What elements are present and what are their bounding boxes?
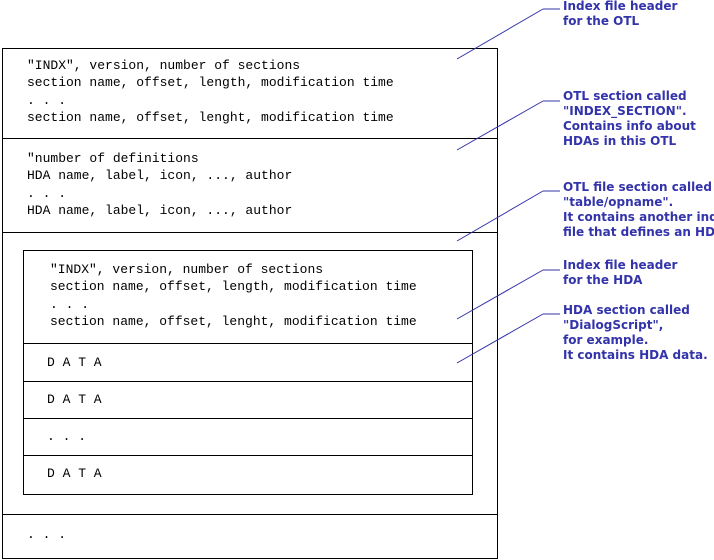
annotation-hda-header: Index file header for the HDA [563, 258, 678, 287]
index-line-2: HDA name, label, icon, ..., author [27, 168, 293, 183]
header-line-3: . . . [27, 93, 67, 108]
inner-header-line-4: section name, offset, lenght, modificati… [50, 314, 417, 329]
inner-header-line-2: section name, offset, length, modificati… [50, 279, 417, 294]
tail-ellipsis: . . . [27, 527, 67, 542]
hda-box [23, 250, 473, 495]
index-line-3: . . . [27, 186, 67, 201]
connector-header [456, 8, 544, 60]
connector-data [456, 313, 544, 364]
header-line-2: section name, offset, length, modificati… [27, 75, 394, 90]
inner-header-line-1: "INDX", version, number of sections [50, 262, 324, 277]
data-row-4: D A T A [47, 466, 102, 481]
divider-data-1 [23, 381, 473, 382]
otl-file-box [2, 48, 498, 559]
annotation-table-section: OTL file section called "table/opname". … [563, 180, 714, 239]
divider-header-index [2, 138, 498, 139]
data-row-2: D A T A [47, 392, 102, 407]
divider-index-table [2, 232, 498, 233]
header-line-1: "INDX", version, number of sections [27, 58, 301, 73]
divider-inner-header-data [23, 343, 473, 344]
index-line-1: "number of definitions [27, 151, 199, 166]
data-row-3: . . . [47, 429, 87, 444]
connector-index [456, 100, 544, 151]
index-line-4: HDA name, label, icon, ..., author [27, 203, 293, 218]
annotation-index-section: OTL section called "INDEX_SECTION". Cont… [563, 89, 696, 148]
divider-table-tail [2, 514, 498, 515]
annotation-hda-section: HDA section called "DialogScript", for e… [563, 303, 708, 362]
connector-table [456, 190, 544, 242]
header-line-4: section name, offset, lenght, modificati… [27, 110, 394, 125]
divider-data-2 [23, 418, 473, 419]
connector-inner-header [456, 269, 544, 320]
annotation-otl-header: Index file header for the OTL [563, 0, 678, 28]
data-row-1: D A T A [47, 355, 102, 370]
inner-header-line-3: . . . [50, 297, 90, 312]
divider-data-3 [23, 455, 473, 456]
